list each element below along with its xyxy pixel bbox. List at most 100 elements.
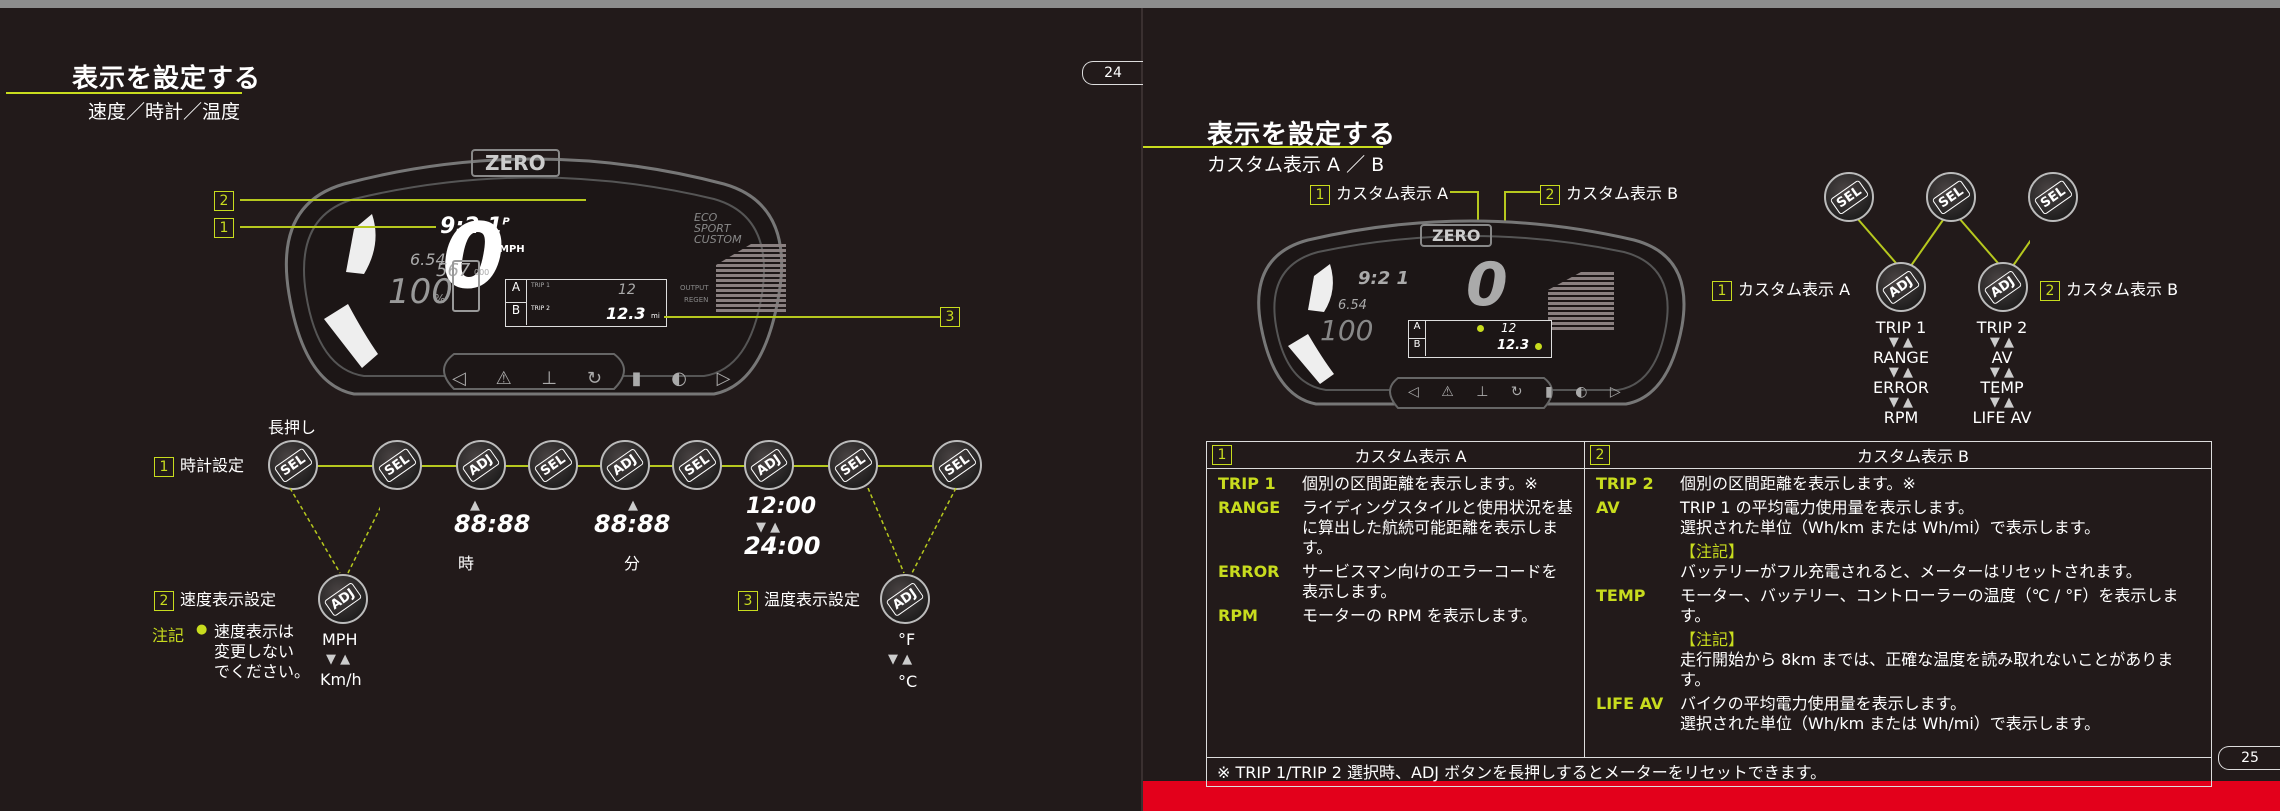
page-title-left: 表示を設定する	[72, 64, 262, 94]
top-bar	[0, 0, 2280, 8]
title-underline-right	[1143, 146, 1383, 148]
temp-unit-c: °C	[898, 672, 918, 691]
odometer-unit: 000	[474, 268, 490, 277]
callout-1-left: 1	[214, 217, 240, 238]
adj-button-3[interactable]: ADJ	[744, 440, 794, 490]
page-number-left: 24	[1082, 61, 1143, 85]
hour-display: 88:88	[454, 510, 531, 538]
callout-1-line	[240, 226, 436, 228]
page-subtitle-right: カスタム表示 A ／ B	[1207, 154, 1385, 176]
trip-a-value-right: 12	[1501, 321, 1517, 335]
trip-a-value: 12	[618, 282, 636, 298]
trip1-name: TRIP 1	[531, 282, 550, 289]
trip-b-value-right: 12.3	[1497, 338, 1530, 353]
format-12h: 12:00	[746, 494, 817, 519]
note-text: 速度表示は変更しないでください。	[214, 622, 311, 681]
sel-button-1[interactable]: SEL	[268, 440, 318, 490]
callout-3-line	[664, 316, 940, 318]
table-row: 【注記】バッテリーがフル充電されると、メーターはリセットされます。	[1680, 542, 2142, 581]
sel-button-5[interactable]: SEL	[828, 440, 878, 490]
trip-b-label: B	[506, 303, 527, 325]
callout-b-line-h	[1504, 191, 1540, 193]
dashboard-outline	[284, 157, 784, 396]
adj-button-r1[interactable]: ADJ	[1876, 262, 1926, 312]
trip-b-value: 12.3	[606, 304, 646, 323]
sel-button-r3[interactable]: SEL	[2028, 172, 2078, 222]
brand-logo: ZERO	[471, 149, 560, 177]
hour-label: 時	[458, 554, 475, 573]
page-title-right: 表示を設定する	[1207, 120, 1397, 150]
dashboard-outline-right	[1257, 219, 1686, 409]
sel-button-4[interactable]: SEL	[672, 440, 722, 490]
toggle-arrows-speed: ▼ ▲	[326, 652, 351, 667]
brand-logo-right: ZERO	[1420, 224, 1493, 247]
title-underline-left	[6, 92, 242, 94]
adj-button-2[interactable]: ADJ	[600, 440, 650, 490]
up-arrow-hour: ▲	[470, 498, 480, 513]
charge-small-right: 6.54	[1338, 298, 1367, 313]
callout-2-left: 2	[214, 190, 240, 211]
indicator-icons-right: ◁ ⚠ ⊥ ↻ ▮ ◐ ▷	[1408, 384, 1630, 400]
callout-3-left: 3	[940, 306, 966, 327]
callout-a-line-h	[1450, 191, 1478, 193]
adj-button-1[interactable]: ADJ	[456, 440, 506, 490]
clock-readout: 9:2 1P	[440, 214, 510, 239]
flow-list-b: TRIP 2▼ ▲ AV▼ ▲ TEMP▼ ▲ LIFE AV	[1972, 318, 2032, 427]
sel-button-r2[interactable]: SEL	[1926, 172, 1976, 222]
sel-button-6[interactable]: SEL	[932, 440, 982, 490]
dashed-links-speed	[289, 488, 380, 574]
speed-unit-kmh: Km/h	[320, 670, 362, 689]
trip-a-dot	[1477, 325, 1484, 332]
trip2-name: TRIP 2	[531, 305, 550, 312]
sel-button-3[interactable]: SEL	[528, 440, 578, 490]
table-row: 【注記】走行開始から 8km までは、正確な温度を読み取れないことがあります。	[1680, 630, 2174, 689]
adj-button-speed[interactable]: ADJ	[318, 574, 368, 624]
clock-readout-right: 9:2 1	[1358, 268, 1410, 289]
toggle-arrows-format: ▼ ▲	[756, 520, 781, 535]
dashboard-illustration-right: ZERO 9:2 1 0 6.54 100 A B 12 12.3 ◁ ⚠ ⊥ …	[1248, 210, 1694, 422]
adj-button-temp[interactable]: ADJ	[880, 574, 930, 624]
temp-unit-f: °F	[898, 630, 916, 649]
charge-percent-right: 100	[1320, 314, 1374, 347]
charge-small: 6.54	[410, 250, 446, 269]
trip-box: A B TRIP 1 TRIP 2 12 12.3 mi	[505, 279, 667, 327]
charge-percent: 100	[388, 272, 453, 312]
table-footnote: ※ TRIP 1/TRIP 2 選択時、ADJ ボタンを長押しするとメーターをリ…	[1206, 757, 2212, 787]
speed-unit: MPH	[499, 244, 525, 255]
minute-label: 分	[624, 554, 641, 573]
trip-a-label: A	[506, 280, 527, 303]
long-press-label: 長押し	[268, 418, 317, 437]
trip-b-label-right: B	[1409, 339, 1426, 356]
page-spine	[1141, 8, 1143, 811]
indicator-icons: ◁ ⚠ ⊥ ↻ ▮ ◐ ▷	[452, 368, 743, 389]
percent-sign: %	[434, 292, 446, 306]
minute-display: 88:88	[594, 510, 671, 538]
trip-unit: mi	[651, 312, 660, 320]
toggle-arrows-temp: ▼ ▲	[888, 652, 913, 667]
sel-button-2[interactable]: SEL	[372, 440, 422, 490]
battery-icon	[452, 260, 480, 312]
dashboard-illustration: ZERO 0 MPH 567 000	[274, 144, 794, 419]
trip-a-label-right: A	[1409, 321, 1426, 339]
up-arrow-minute: ▲	[628, 498, 638, 513]
sel-button-r1[interactable]: SEL	[1824, 172, 1874, 222]
trip-box-right: A B 12 12.3	[1408, 320, 1552, 358]
adj-button-r2[interactable]: ADJ	[1978, 262, 2028, 312]
adj-label-left	[372, 252, 390, 278]
